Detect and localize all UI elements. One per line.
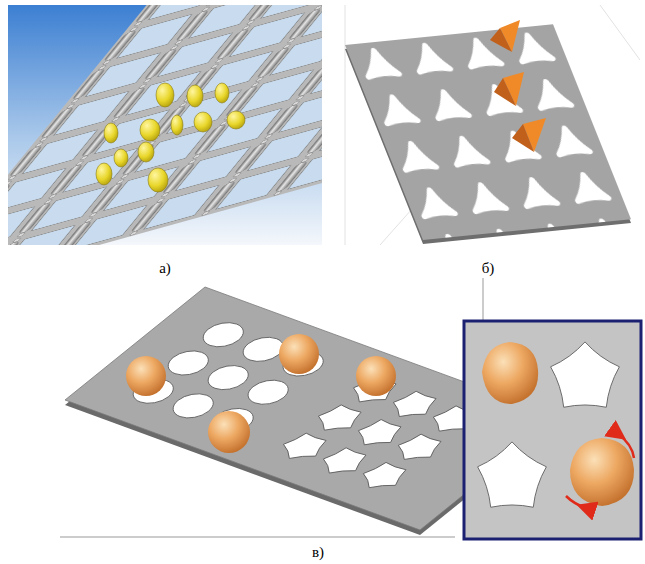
hole-plate-figure [60,278,641,539]
zoom-inset [464,321,641,539]
pyramid-particles [490,20,546,152]
panel-label: в) [312,544,324,561]
lobed-sieve-figure [335,5,640,245]
panel-label: б) [482,260,495,277]
panel-label: а) [159,260,171,277]
roller-grid-figure [8,5,322,245]
